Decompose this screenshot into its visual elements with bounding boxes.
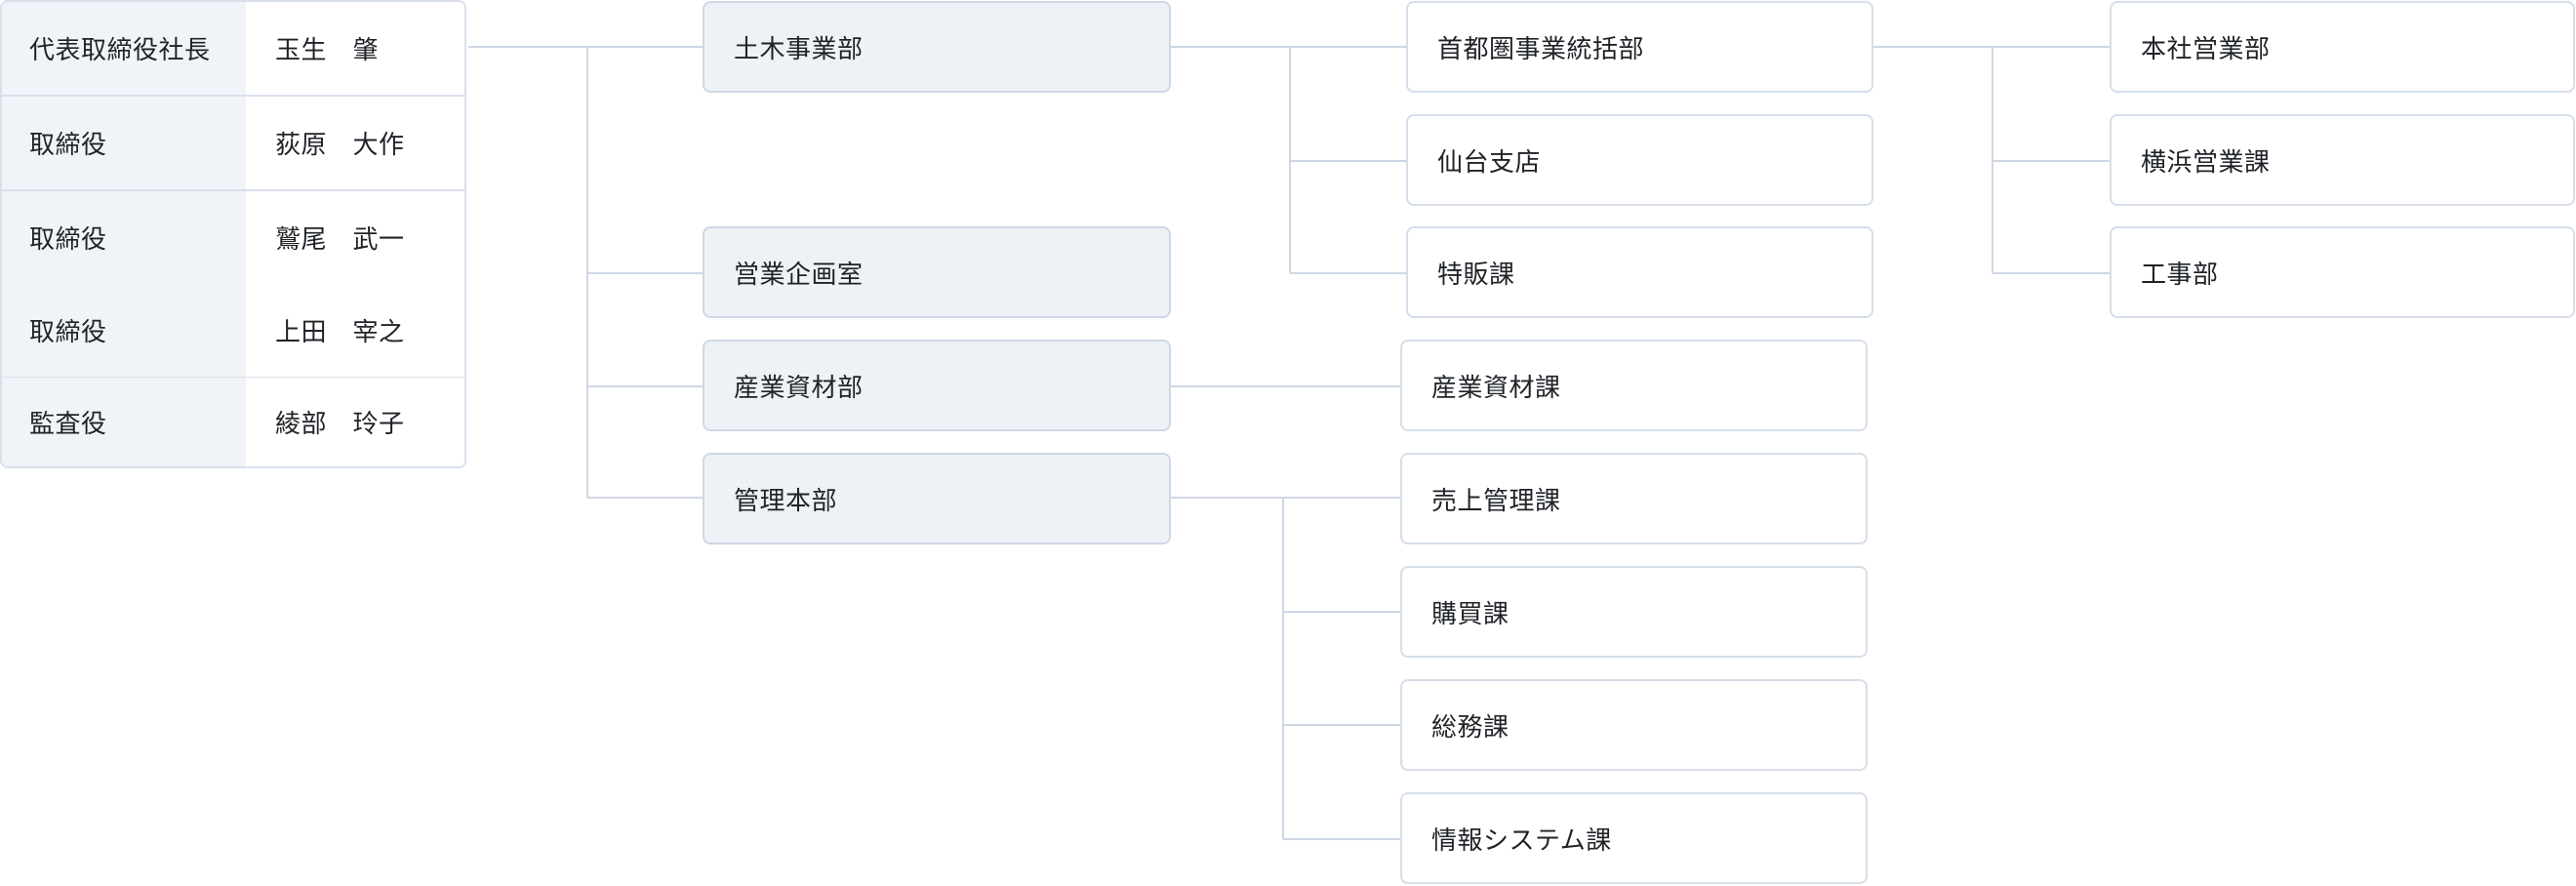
officer-name: 上田 宰之 <box>246 284 464 377</box>
officer-name: 鷲尾 武一 <box>246 191 464 284</box>
dept-head-sales: 本社営業部 <box>2110 1 2575 93</box>
officers-table: 代表取締役社長 玉生 肇 取締役 荻原 大作 取締役 鷲尾 武一 取締役 上田 … <box>0 0 466 468</box>
dept-purchasing: 購買課 <box>1400 566 1868 658</box>
division-civil: 土木事業部 <box>703 1 1171 93</box>
dept-it-systems: 情報システム課 <box>1400 792 1868 884</box>
officer-row: 代表取締役社長 玉生 肇 <box>2 2 464 97</box>
dept-yokohama-sales: 横浜営業課 <box>2110 114 2575 206</box>
dept-construction: 工事部 <box>2110 226 2575 318</box>
officer-name: 玉生 肇 <box>246 2 464 95</box>
officer-title: 監査役 <box>2 378 246 466</box>
officer-row: 取締役 荻原 大作 <box>2 97 464 191</box>
officer-name: 荻原 大作 <box>246 97 464 189</box>
division-administration: 管理本部 <box>703 453 1171 544</box>
division-sales-planning: 営業企画室 <box>703 226 1171 318</box>
dept-metro-hq: 首都圏事業統括部 <box>1406 1 1873 93</box>
dept-industrial-materials-section: 産業資材課 <box>1400 340 1868 431</box>
dept-sendai-branch: 仙台支店 <box>1406 114 1873 206</box>
officer-row: 取締役 鷲尾 武一 <box>2 191 464 286</box>
officer-row: 監査役 綾部 玲子 <box>2 378 464 466</box>
dept-sales-management: 売上管理課 <box>1400 453 1868 544</box>
dept-special-sales: 特販課 <box>1406 226 1873 318</box>
officer-title: 取締役 <box>2 284 246 377</box>
officer-name: 綾部 玲子 <box>246 378 464 466</box>
division-industrial-materials: 産業資材部 <box>703 340 1171 431</box>
dept-general-affairs: 総務課 <box>1400 679 1868 771</box>
officer-title: 代表取締役社長 <box>2 2 246 95</box>
officer-title: 取締役 <box>2 97 246 189</box>
officer-row: 取締役 上田 宰之 <box>2 284 464 379</box>
officer-title: 取締役 <box>2 191 246 284</box>
